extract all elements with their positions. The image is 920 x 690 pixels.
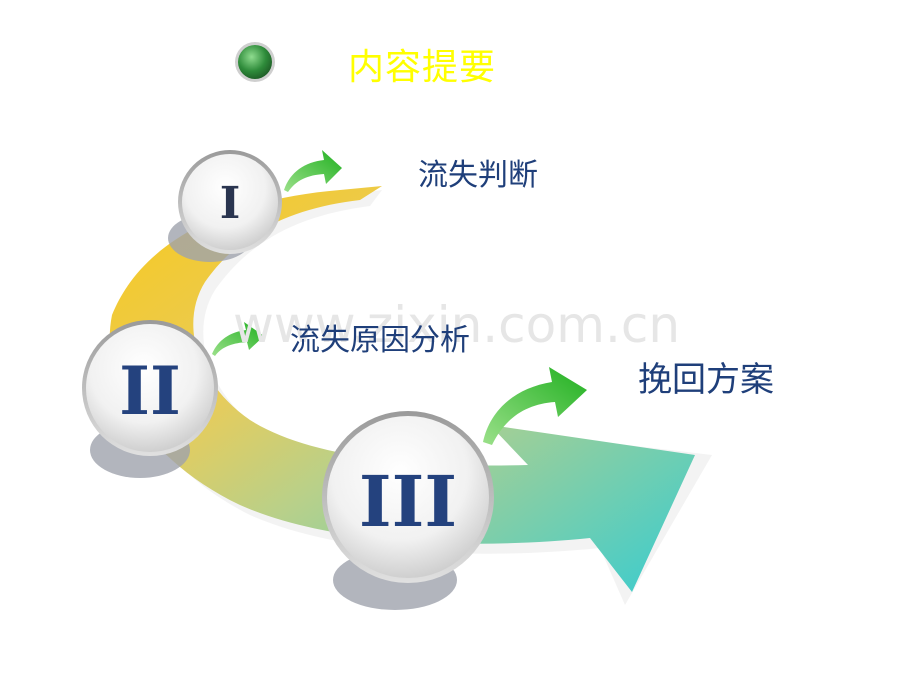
watermark-text: www.zixin.com.cn (233, 296, 681, 354)
step-disc-1: I (178, 150, 282, 254)
step-numeral-2: II (119, 352, 181, 430)
arrow-icon-step-3 (483, 367, 587, 445)
step-numeral-3: III (359, 460, 457, 543)
step-label-1: 流失判断 (418, 158, 538, 193)
step-disc-2: II (82, 320, 218, 456)
step-numeral-1: I (220, 178, 241, 229)
step-label-3: 挽回方案 (638, 360, 774, 400)
arrow-icon-step-1 (284, 150, 342, 192)
arrow-icon-step-2 (212, 322, 264, 356)
step-disc-3: III (322, 411, 494, 583)
title-bullet-icon (235, 42, 275, 82)
step-label-2: 流失原因分析 (290, 323, 470, 358)
page-title: 内容提要 (348, 47, 497, 88)
curved-flow-arrow (109, 186, 712, 605)
